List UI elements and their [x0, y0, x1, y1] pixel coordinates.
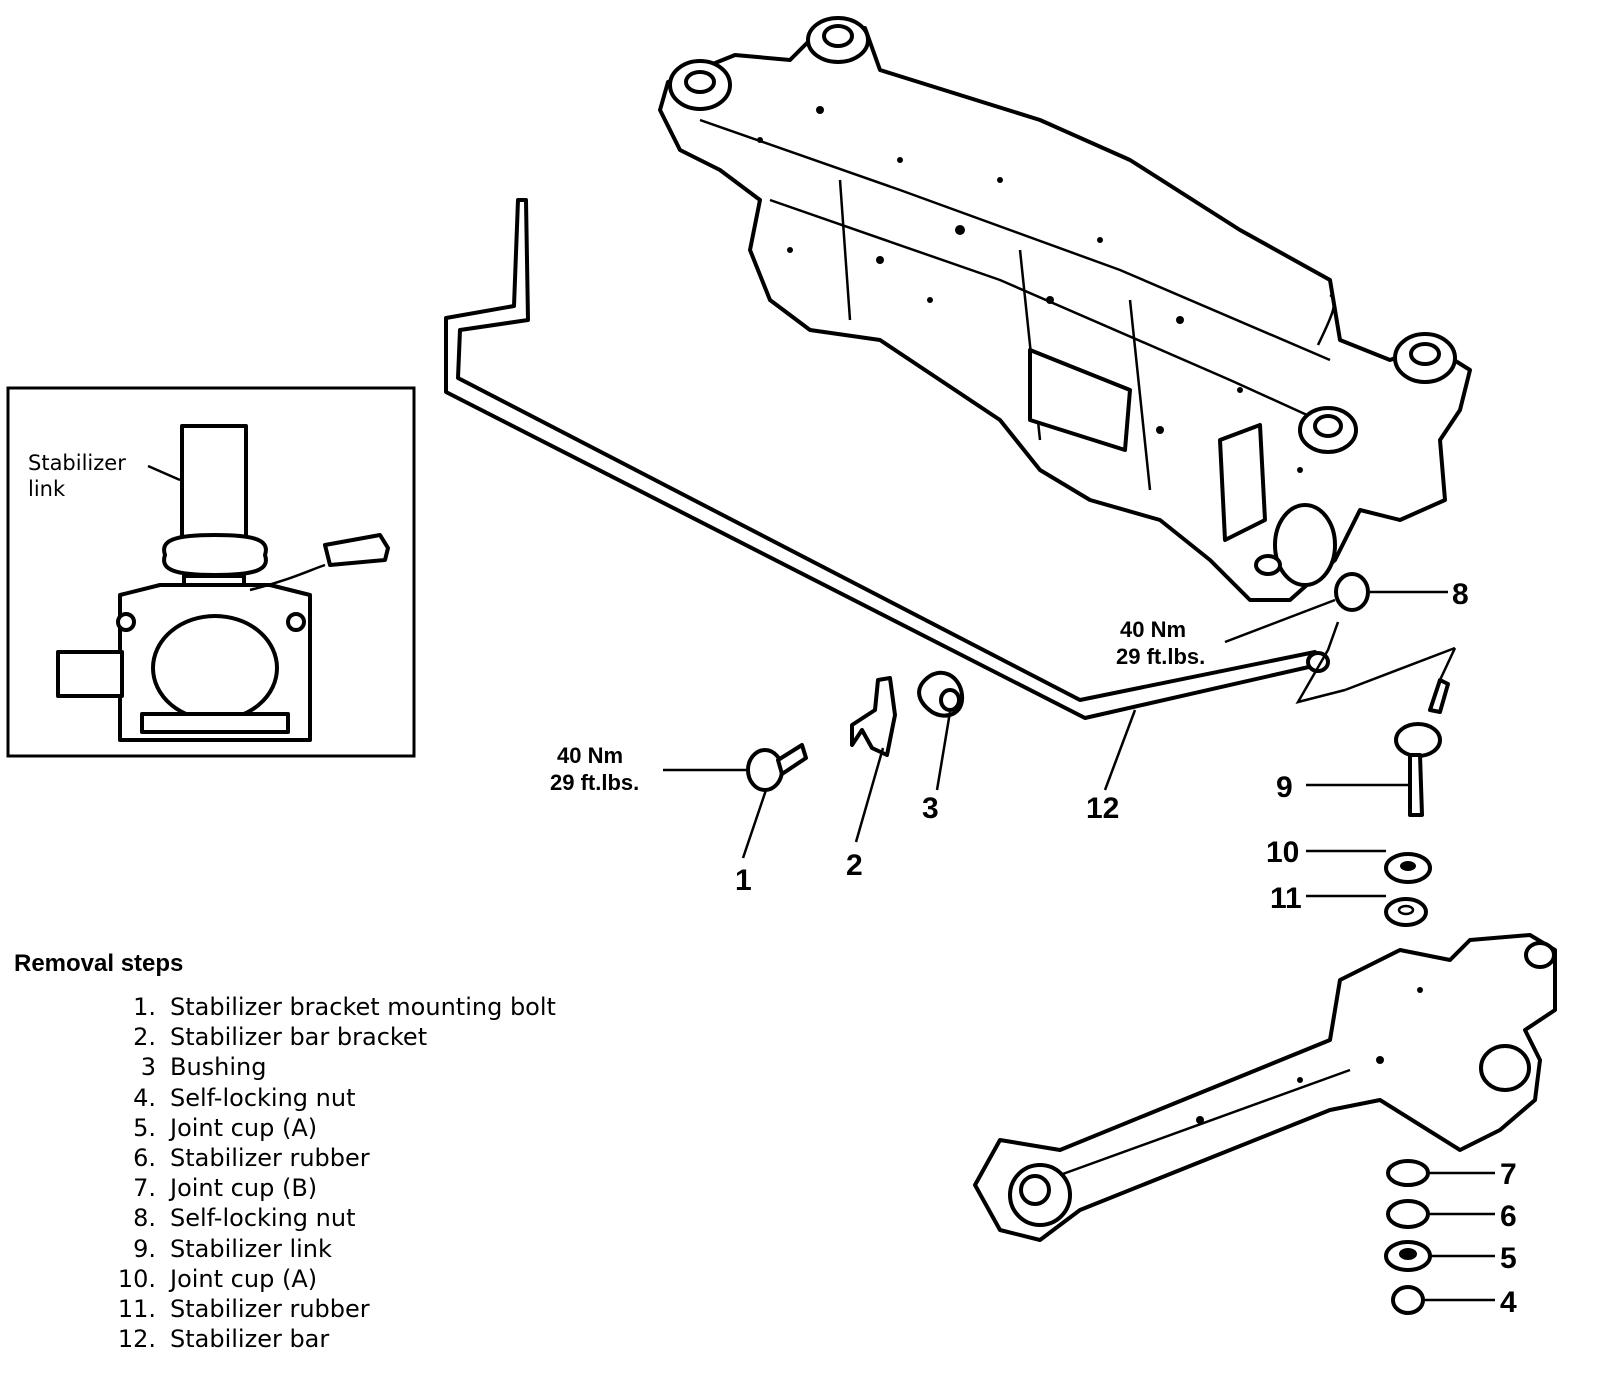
removal-step: 7. Joint cup (B) — [110, 1173, 556, 1203]
torque-upper-nm: 40 Nm — [1120, 617, 1186, 642]
inset-label-stabilizer: Stabilizer — [28, 451, 126, 475]
removal-step: 4. Self-locking nut — [110, 1083, 556, 1113]
crossmember-texture — [757, 106, 1303, 473]
self-locking-nut-8 — [1334, 572, 1370, 612]
removal-step-text: Stabilizer bar — [170, 1325, 330, 1354]
removal-step-text: Self-locking nut — [170, 1204, 356, 1233]
removal-step-number: 5. — [133, 1113, 156, 1142]
inset-detail: Stabilizer link — [6, 386, 416, 758]
callout-8: 8 — [1452, 578, 1469, 611]
stabilizer-rubber-11 — [1384, 897, 1428, 927]
bar-bracket — [850, 676, 897, 757]
joint-cup-7 — [1386, 1159, 1430, 1187]
callout-2: 2 — [846, 849, 863, 882]
removal-step: 11. Stabilizer rubber — [110, 1294, 556, 1324]
removal-step-text: Stabilizer bar bracket — [170, 1023, 428, 1052]
removal-step-text: Stabilizer rubber — [170, 1144, 370, 1173]
removal-step-number: 11. — [117, 1295, 156, 1324]
removal-step: 5. Joint cup (A) — [110, 1113, 556, 1143]
removal-step: 12. Stabilizer bar — [110, 1324, 556, 1354]
crossmember — [658, 16, 1472, 602]
bushing — [917, 670, 965, 718]
removal-steps-list: 1. Stabilizer bracket mounting bolt 2. Stab… — [110, 992, 556, 1354]
joint-cup-5 — [1384, 1240, 1432, 1272]
inset-label-link: link — [28, 477, 66, 501]
torque-upper-ftlbs: 29 ft.lbs. — [1116, 644, 1205, 669]
callout-10: 10 — [1266, 836, 1299, 869]
removal-step-text: Stabilizer bracket mounting bolt — [170, 993, 556, 1021]
leader-lines — [663, 590, 1495, 1302]
removal-step-text: Bushing — [170, 1053, 267, 1082]
removal-step-number: 3 — [140, 1053, 156, 1082]
callout-9: 9 — [1276, 771, 1293, 804]
removal-step-number: 6. — [133, 1144, 156, 1173]
removal-step-number: 7. — [133, 1174, 156, 1203]
torque-lower-nm: 40 Nm — [557, 743, 623, 768]
removal-step-number: 9. — [133, 1234, 156, 1263]
removal-step-text: Joint cup (A) — [170, 1113, 318, 1142]
callout-11: 11 — [1270, 882, 1302, 915]
removal-step: 1. Stabilizer bracket mounting bolt — [110, 992, 556, 1022]
removal-step-text: Joint cup (B) — [170, 1174, 318, 1203]
removal-step-text: Stabilizer link — [170, 1234, 332, 1263]
removal-step: 10. Joint cup (A) — [110, 1264, 556, 1294]
removal-step-number: 12. — [117, 1325, 156, 1354]
stabilizer-link — [1394, 678, 1450, 817]
callout-4: 4 — [1500, 1286, 1517, 1319]
callout-12: 12 — [1086, 792, 1119, 825]
removal-step-number: 4. — [133, 1083, 156, 1112]
joint-cup-10 — [1384, 852, 1432, 884]
callout-5: 5 — [1500, 1242, 1517, 1275]
removal-step: 2. Stabilizer bar bracket — [110, 1022, 556, 1052]
removal-step: 6. Stabilizer rubber — [110, 1143, 556, 1173]
removal-step-number: 10. — [117, 1264, 156, 1293]
lower-arm — [973, 933, 1557, 1242]
callout-7: 7 — [1500, 1158, 1517, 1191]
callout-1: 1 — [735, 864, 752, 897]
removal-step: 3 Bushing — [110, 1052, 556, 1082]
removal-step-number: 8. — [133, 1204, 156, 1233]
removal-step-text: Stabilizer rubber — [170, 1295, 370, 1324]
torque-lower-ftlbs: 29 ft.lbs. — [550, 770, 639, 795]
stabilizer-rubber-6 — [1386, 1199, 1430, 1229]
callout-6: 6 — [1500, 1200, 1517, 1233]
removal-step-number: 2. — [133, 1023, 156, 1052]
self-locking-nut-4 — [1391, 1285, 1425, 1315]
removal-step: 9. Stabilizer link — [110, 1234, 556, 1264]
removal-steps-title: Removal steps — [14, 950, 184, 977]
bracket-bolt — [746, 743, 808, 792]
removal-step-text: Self-locking nut — [170, 1083, 356, 1112]
removal-step-text: Joint cup (A) — [170, 1264, 318, 1293]
callout-3: 3 — [922, 792, 939, 825]
removal-step: 8. Self-locking nut — [110, 1203, 556, 1233]
removal-step-number: 1. — [133, 993, 156, 1021]
